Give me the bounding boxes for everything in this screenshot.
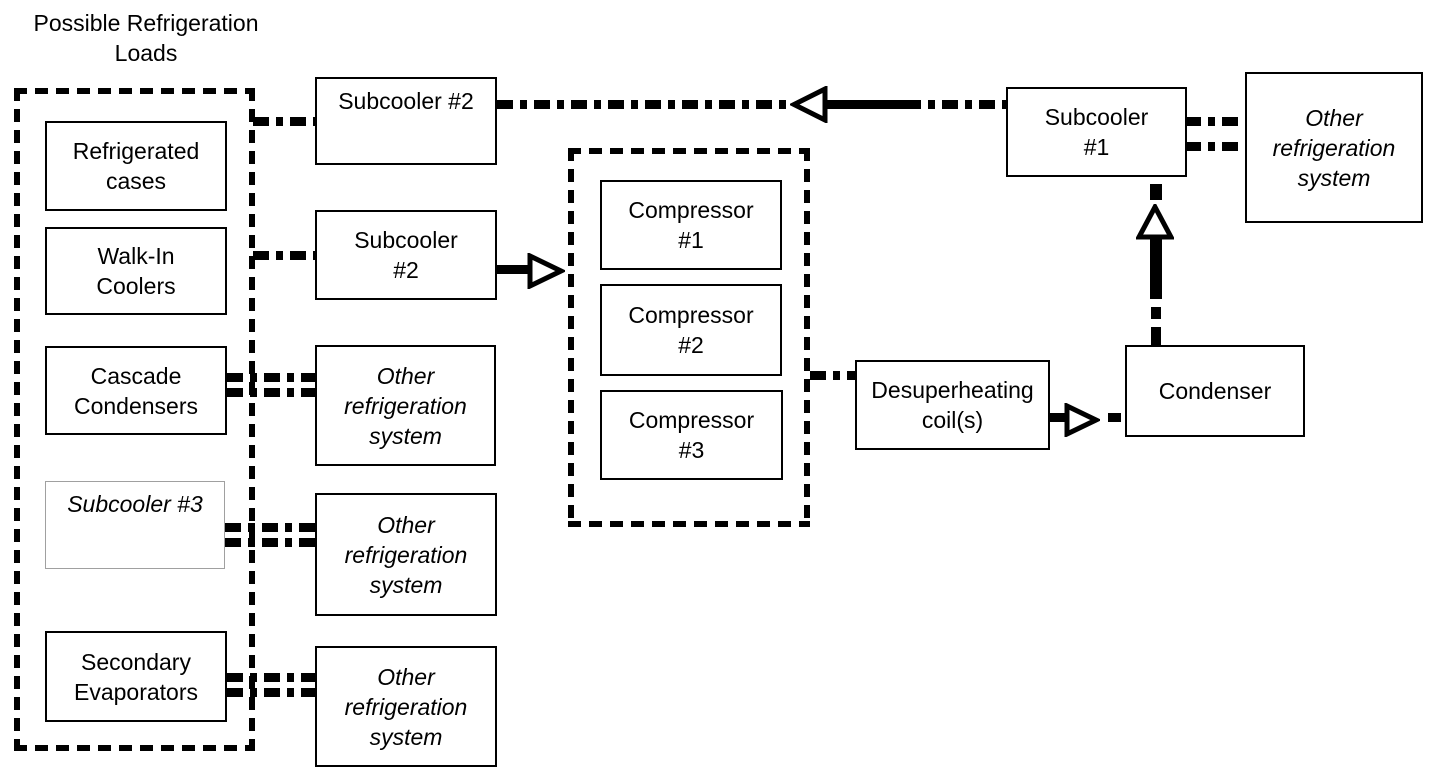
connector-loads-to-subcooler2-top bbox=[253, 117, 315, 126]
node-refrigerated-cases: Refrigerated cases bbox=[45, 121, 227, 211]
compressors-group-border-left bbox=[568, 148, 574, 527]
compressors-group-border-right bbox=[804, 148, 810, 527]
arrow-right-icon bbox=[1064, 403, 1100, 437]
node-compressor-1: Compressor #1 bbox=[600, 180, 782, 270]
loads-group-border-right bbox=[249, 88, 255, 751]
connector-desuperheating-to-condenser-shaft bbox=[1048, 413, 1066, 422]
connector-secondary-to-other-lower bbox=[227, 688, 315, 697]
loads-group-border-top bbox=[14, 88, 255, 94]
compressors-group-border-top bbox=[568, 148, 810, 154]
node-condenser: Condenser bbox=[1125, 345, 1305, 437]
loads-group-border-bottom bbox=[14, 745, 255, 751]
arrow-up-icon bbox=[1136, 204, 1174, 240]
loads-group-border-left bbox=[14, 88, 20, 751]
node-other-refrigeration-system-top: Other refrigeration system bbox=[1245, 72, 1423, 223]
connector-subcooler3-to-other-upper bbox=[225, 523, 315, 532]
node-desuperheating-coils: Desuperheating coil(s) bbox=[855, 360, 1050, 450]
node-compressor-2: Compressor #2 bbox=[600, 284, 782, 376]
connector-return-line-shaft bbox=[824, 100, 905, 109]
node-subcooler-3: Subcooler #3 bbox=[45, 481, 225, 569]
connector-condenser-to-subcooler1-dot bbox=[1151, 307, 1161, 319]
connector-condenser-to-subcooler1-dash-top bbox=[1150, 184, 1162, 200]
connector-subcooler3-to-other-lower bbox=[225, 538, 315, 547]
connector-return-line-left bbox=[497, 100, 792, 109]
connector-cascade-to-other-upper bbox=[227, 373, 315, 382]
connector-desuperheating-to-condenser-dot bbox=[1108, 413, 1121, 422]
compressors-group-border-bottom bbox=[568, 521, 810, 527]
node-secondary-evaporators: Secondary Evaporators bbox=[45, 631, 227, 722]
node-subcooler-2: Subcooler #2 bbox=[315, 210, 497, 300]
connector-subcooler2-to-compressors-shaft bbox=[496, 265, 528, 274]
node-compressor-3: Compressor #3 bbox=[600, 390, 783, 480]
connector-subcooler1-to-other-lower bbox=[1185, 142, 1247, 151]
connector-loads-to-subcooler2 bbox=[253, 251, 315, 260]
arrow-right-icon bbox=[527, 253, 565, 289]
connector-subcooler1-to-other-upper bbox=[1185, 117, 1247, 126]
node-other-refrigeration-system-3: Other refrigeration system bbox=[315, 646, 497, 767]
connector-cascade-to-other-lower bbox=[227, 388, 315, 397]
connector-return-line-right bbox=[905, 100, 1006, 109]
connector-secondary-to-other-upper bbox=[227, 673, 315, 682]
connector-condenser-to-subcooler1-shaft bbox=[1150, 237, 1162, 299]
node-other-refrigeration-system-1: Other refrigeration system bbox=[315, 345, 496, 466]
node-cascade-condensers: Cascade Condensers bbox=[45, 346, 227, 435]
node-other-refrigeration-system-2: Other refrigeration system bbox=[315, 493, 497, 616]
node-subcooler-2-top: Subcooler #2 bbox=[315, 77, 497, 165]
node-subcooler-1: Subcooler #1 bbox=[1006, 87, 1187, 177]
arrow-left-icon bbox=[790, 86, 828, 123]
diagram-title: Possible Refrigeration Loads bbox=[33, 10, 259, 66]
connector-condenser-to-subcooler1-dash-bottom bbox=[1151, 327, 1161, 345]
connector-compressors-to-desuperheating bbox=[810, 371, 855, 380]
node-walk-in-coolers: Walk-In Coolers bbox=[45, 227, 227, 315]
